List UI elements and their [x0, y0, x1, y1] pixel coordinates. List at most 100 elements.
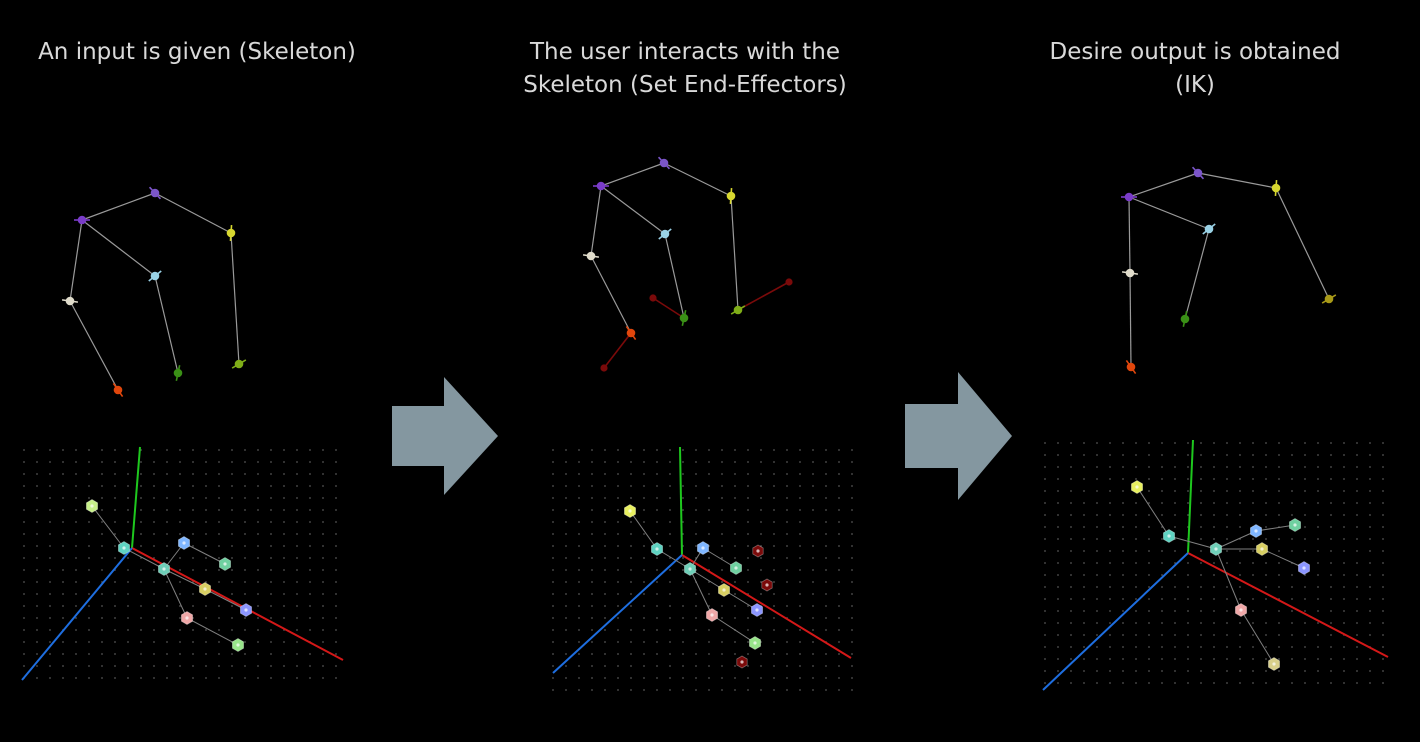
grid-dot: [1239, 658, 1241, 660]
grid-dot: [1317, 562, 1319, 564]
grid-dot: [799, 617, 801, 619]
grid-dot: [721, 629, 723, 631]
grid-dot: [1239, 562, 1241, 564]
grid-dot: [578, 689, 580, 691]
grid-dot: [127, 521, 129, 523]
grid-dot: [283, 509, 285, 511]
grid-dot: [1070, 574, 1072, 576]
grid-dot: [192, 509, 194, 511]
grid-dot: [1135, 502, 1137, 504]
grid-dot: [682, 665, 684, 667]
grid-dot: [1304, 682, 1306, 684]
grid-dot: [695, 449, 697, 451]
grid-dot: [1083, 502, 1085, 504]
grid-dot: [192, 533, 194, 535]
grid-dot: [1083, 682, 1085, 684]
grid-dot: [101, 653, 103, 655]
grid-field-3: [1044, 442, 1384, 684]
grid-dot: [192, 593, 194, 595]
grid-dot: [1252, 502, 1254, 504]
bone: [81, 219, 156, 277]
grid-dot: [1122, 514, 1124, 516]
grid-dot: [244, 581, 246, 583]
grid-dot: [721, 473, 723, 475]
grid-dot: [799, 497, 801, 499]
grid-dot: [1070, 670, 1072, 672]
grid-dot: [1265, 466, 1267, 468]
grid-dot: [192, 605, 194, 607]
grid-dot: [1161, 574, 1163, 576]
grid-dot: [617, 617, 619, 619]
grid-dot: [1343, 658, 1345, 660]
end-effector-marker: [785, 278, 793, 286]
grid-dot: [1109, 634, 1111, 636]
grid-dot: [140, 581, 142, 583]
z-axis: [552, 554, 683, 674]
grid-dot: [695, 473, 697, 475]
grid-dot: [231, 485, 233, 487]
grid-dot: [231, 545, 233, 547]
grid-dot: [1083, 538, 1085, 540]
grid-dot: [257, 557, 259, 559]
grid-dot: [760, 593, 762, 595]
grid-dot: [786, 653, 788, 655]
grid-dot: [75, 461, 77, 463]
grid-dot: [721, 665, 723, 667]
grid-dot: [734, 557, 736, 559]
grid-dot: [270, 473, 272, 475]
grid-dot: [205, 569, 207, 571]
grid-dot: [708, 689, 710, 691]
grid-dot: [669, 545, 671, 547]
grid-dot: [1135, 514, 1137, 516]
grid-dot: [283, 545, 285, 547]
grid-dot: [88, 641, 90, 643]
3d-link: [183, 542, 226, 565]
grid-dot: [721, 485, 723, 487]
grid-dot: [851, 629, 853, 631]
grid-dot: [1265, 478, 1267, 480]
grid-dot: [617, 653, 619, 655]
grid-dot: [101, 605, 103, 607]
joint-node: [113, 385, 123, 395]
grid-dot: [604, 449, 606, 451]
grid-dot: [1148, 538, 1150, 540]
grid-dot: [153, 509, 155, 511]
grid-dot: [838, 689, 840, 691]
grid-dot: [643, 485, 645, 487]
process-arrows: [392, 372, 1012, 500]
grid-dot: [231, 653, 233, 655]
3d-view-1: [21, 446, 344, 681]
grid-dot: [23, 485, 25, 487]
grid-dot: [309, 557, 311, 559]
grid-dot: [1161, 454, 1163, 456]
grid-dot: [799, 569, 801, 571]
grid-dot: [1057, 658, 1059, 660]
grid-dot: [179, 581, 181, 583]
grid-dot: [205, 533, 207, 535]
grid-dot: [1200, 466, 1202, 468]
grid-dot: [591, 569, 593, 571]
grid-dot: [1096, 634, 1098, 636]
grid-dot: [1343, 550, 1345, 552]
grid-dot: [62, 581, 64, 583]
grid-dot: [1161, 622, 1163, 624]
grid-dot: [140, 593, 142, 595]
grid-dot: [335, 593, 337, 595]
3d-link: [689, 568, 725, 591]
grid-dot: [1096, 670, 1098, 672]
grid-dot: [231, 629, 233, 631]
grid-dot: [799, 665, 801, 667]
grid-dot: [604, 461, 606, 463]
3d-link: [1136, 486, 1170, 537]
grid-dot: [799, 473, 801, 475]
grid-dot: [773, 569, 775, 571]
grid-dot: [49, 641, 51, 643]
grid-dot: [760, 521, 762, 523]
grid-dot: [62, 557, 64, 559]
3d-joint-node-center: [628, 509, 632, 513]
grid-dot: [1070, 562, 1072, 564]
grid-dot: [773, 593, 775, 595]
grid-dot: [257, 617, 259, 619]
grid-dot: [49, 581, 51, 583]
grid-dot: [1226, 526, 1228, 528]
